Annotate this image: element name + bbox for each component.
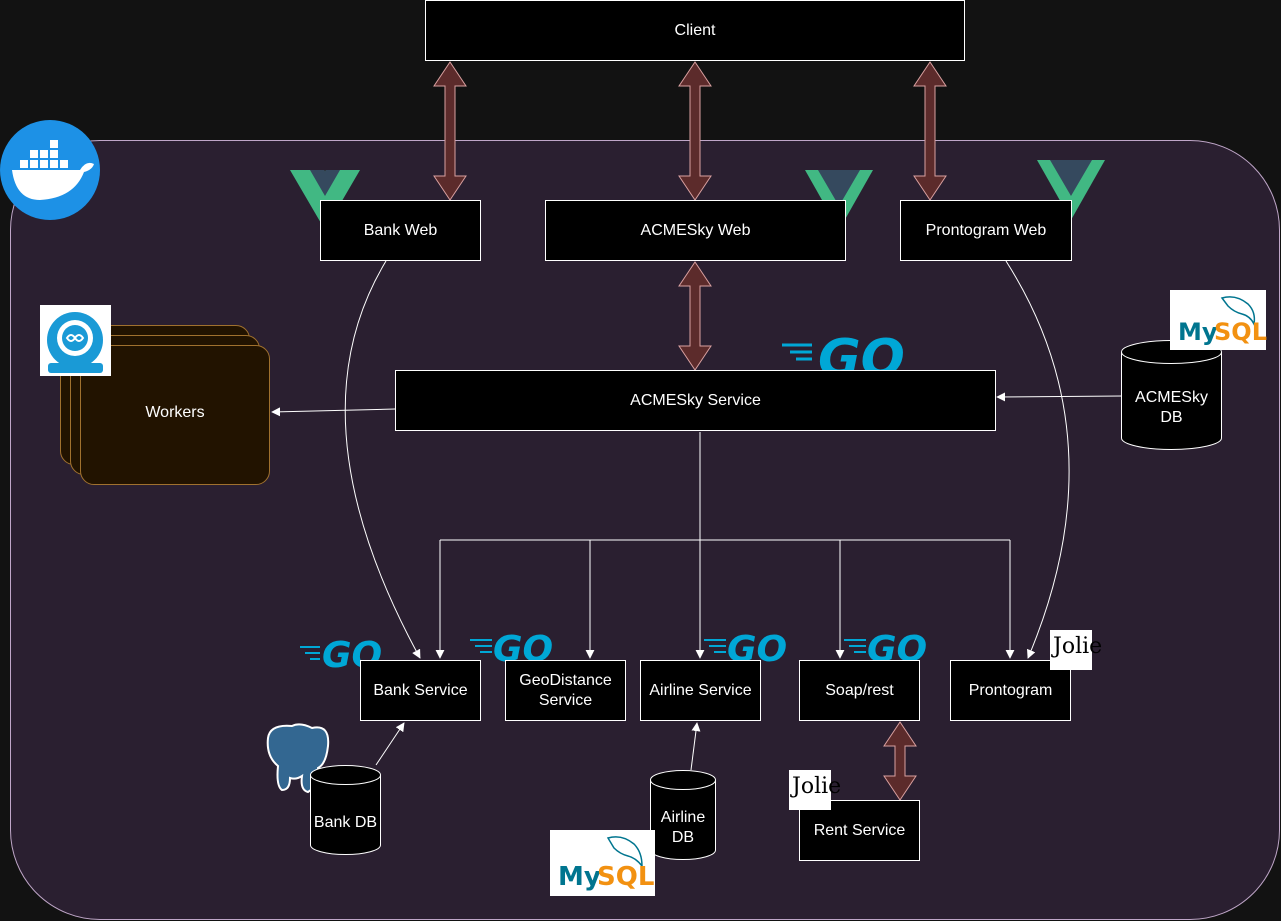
acmesky-db-cylinder: ACMESky DB [1121, 340, 1222, 450]
prontogram-web-label: Prontogram Web [925, 221, 1047, 239]
acmesky-service-box: ACMESky Service [395, 370, 996, 431]
prontogram-box: Prontogram [950, 660, 1071, 721]
bankweb-bankservice-curve [344, 260, 421, 659]
bank-db-label: Bank DB [313, 814, 378, 831]
jolie-icon-prontogram: Jolie [1050, 630, 1102, 670]
rent-service-box: Rent Service [799, 800, 920, 861]
acmesky-db-label-line1: ACMESky [1135, 389, 1208, 406]
airline-db-cylinder: Airline DB [650, 770, 716, 861]
docker-container [10, 140, 1280, 920]
mysql-my-text: My [1178, 318, 1218, 346]
soap-rest-label: Soap/rest [825, 681, 894, 699]
airline-db-label-line2: DB [671, 829, 695, 846]
soap-rent-arrow [883, 721, 917, 801]
client-box: Client [425, 0, 965, 61]
prontogramweb-prontogram-curve [1005, 260, 1070, 659]
bank-db-cylinder: Bank DB [310, 765, 381, 856]
bank-service-label: Bank Service [373, 681, 468, 699]
client-acmeskyweb-arrow [678, 61, 712, 201]
bankdb-bankservice-line [375, 722, 405, 766]
acmesky-db-label-line2: DB [1160, 409, 1183, 426]
service-workers-line [271, 407, 396, 417]
client-prontogramweb-arrow [913, 61, 947, 201]
acmeskyweb-service-arrow [678, 261, 712, 371]
client-label: Client [674, 21, 716, 39]
workers-box [80, 345, 270, 485]
docker-icon [0, 120, 100, 220]
acmesky-web-label: ACMESky Web [640, 221, 751, 239]
mysql-my-text: My [558, 862, 601, 892]
jolie-icon-rent-service: Jolie [789, 770, 841, 810]
airline-db-label-line1: Airline [660, 809, 706, 826]
airline-service-label: Airline Service [649, 681, 752, 699]
bank-web-label: Bank Web [363, 221, 438, 239]
client-bankweb-arrow [433, 61, 467, 201]
workers-label: Workers [145, 404, 205, 421]
airline-service-box: Airline Service [640, 660, 761, 721]
acmesky-web-box: ACMESky Web [545, 200, 846, 261]
geodistance-service-box: GeoDistance Service [505, 660, 626, 721]
acmeskydb-service-line [996, 392, 1123, 402]
geodistance-label-line1: GeoDistance [519, 671, 612, 689]
mysql-sql-text: SQL [597, 862, 655, 892]
rent-service-label: Rent Service [813, 821, 906, 839]
bank-service-box: Bank Service [360, 660, 481, 721]
airlinedb-airlineservice-line [690, 722, 701, 771]
mysql-sql-text: SQL [1214, 318, 1267, 346]
bank-web-box: Bank Web [320, 200, 481, 261]
worker-robot-icon [40, 305, 111, 376]
prontogram-web-box: Prontogram Web [900, 200, 1072, 261]
vue-icon-prontogramweb [1037, 160, 1105, 220]
geodistance-label-line2: Service [538, 691, 593, 709]
acmesky-service-label: ACMESky Service [630, 391, 761, 409]
soap-rest-box: Soap/rest [799, 660, 920, 721]
prontogram-label: Prontogram [968, 681, 1053, 699]
